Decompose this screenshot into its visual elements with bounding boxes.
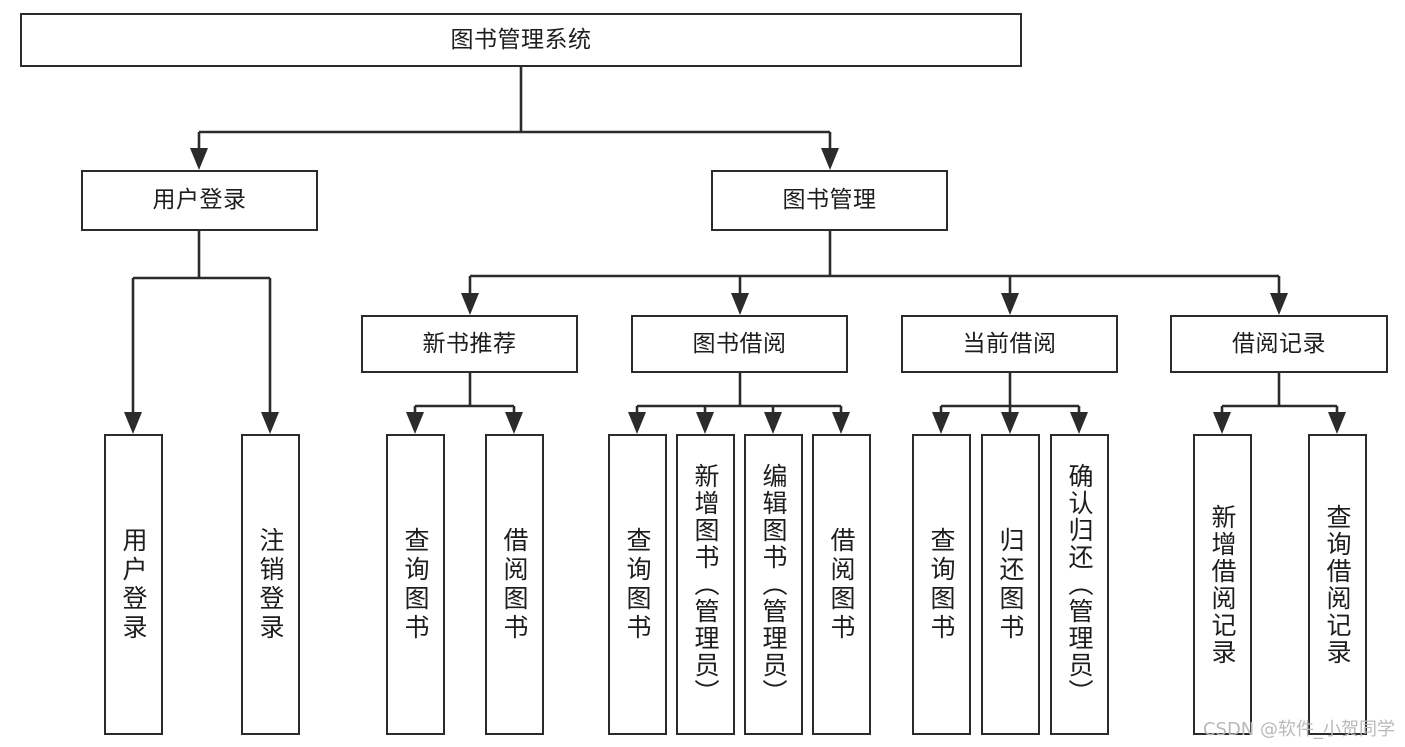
arrowhead-leaf-bb-1	[628, 412, 646, 434]
arrowhead-leaf-br-1	[1213, 412, 1231, 434]
leaf-book-borrow-edit-book-admin[interactable]: 编辑图书（管理员）	[744, 434, 803, 735]
arrowhead-leaf-nb-1	[406, 412, 424, 434]
leaf-borrow-record-add-record[interactable]: 新增借阅记录	[1193, 434, 1252, 735]
node-label: 编辑图书（管理员）	[759, 463, 788, 706]
node-label: 借阅记录	[1232, 330, 1326, 357]
arrowhead-borrow-record	[1270, 293, 1288, 315]
arrowhead-leaf-br-2	[1328, 412, 1346, 434]
node-label: 新增借阅记录	[1208, 503, 1237, 666]
leaf-current-borrow-confirm-return-admin[interactable]: 确认归还（管理员）	[1050, 434, 1109, 735]
node-label: 图书借阅	[692, 330, 787, 357]
leaf-current-borrow-return-books[interactable]: 归还图书	[981, 434, 1040, 735]
leaf-book-borrow-borrow-books[interactable]: 借阅图书	[812, 434, 871, 735]
node-borrowing-record[interactable]: 借阅记录	[1170, 315, 1388, 373]
node-label: 用户登录	[152, 187, 247, 214]
arrowhead-user-login	[190, 148, 208, 170]
arrowhead-leaf-bb-4	[832, 412, 850, 434]
arrowhead-leaf-cb-1	[932, 412, 950, 434]
node-label: 当前借阅	[962, 330, 1057, 357]
node-current-borrowing[interactable]: 当前借阅	[901, 315, 1118, 373]
arrowhead-leaf-cb-3	[1070, 412, 1088, 434]
node-label: 借阅图书	[500, 526, 529, 643]
node-new-book-recommendation[interactable]: 新书推荐	[361, 315, 578, 373]
leaf-book-borrow-add-book-admin[interactable]: 新增图书（管理员）	[676, 434, 735, 735]
arrowhead-leaf-logout	[261, 412, 279, 434]
arrowhead-book-mgmt	[821, 148, 839, 170]
node-label: 新增图书（管理员）	[691, 463, 720, 706]
arrowhead-current-borrow	[1001, 293, 1019, 315]
leaf-borrow-record-query-record[interactable]: 查询借阅记录	[1308, 434, 1367, 735]
node-label: 图书管理	[782, 187, 877, 214]
node-label: 归还图书	[996, 526, 1025, 643]
arrowhead-leaf-nb-2	[505, 412, 523, 434]
node-label: 注销登录	[256, 526, 285, 643]
leaf-user-login-signout[interactable]: 注销登录	[241, 434, 300, 735]
node-label: 确认归还（管理员）	[1065, 463, 1094, 706]
node-label: 用户登录	[119, 526, 148, 643]
leaf-book-borrow-query-books[interactable]: 查询图书	[608, 434, 667, 735]
leaf-new-book-borrow-books[interactable]: 借阅图书	[485, 434, 544, 735]
node-label: 查询借阅记录	[1323, 503, 1352, 666]
arrowhead-leaf-cb-2	[1001, 412, 1019, 434]
node-label: 查询图书	[401, 526, 430, 643]
node-book-borrowing[interactable]: 图书借阅	[631, 315, 848, 373]
arrowhead-book-borrow	[731, 293, 749, 315]
arrowhead-new-book	[461, 293, 479, 315]
node-book-management[interactable]: 图书管理	[711, 170, 948, 231]
node-label: 借阅图书	[827, 526, 856, 643]
node-root-library-management-system[interactable]: 图书管理系统	[20, 13, 1022, 67]
node-user-login[interactable]: 用户登录	[81, 170, 318, 231]
leaf-user-login-signin[interactable]: 用户登录	[104, 434, 163, 735]
leaf-new-book-query-books[interactable]: 查询图书	[386, 434, 445, 735]
node-label: 图书管理系统	[450, 26, 592, 53]
csdn-watermark: CSDN @软件_小贺同学	[1202, 719, 1395, 740]
node-label: 查询图书	[623, 526, 652, 643]
arrowhead-leaf-user-login	[124, 412, 142, 434]
arrowhead-leaf-bb-2	[696, 412, 714, 434]
leaf-current-borrow-query-books[interactable]: 查询图书	[912, 434, 971, 735]
node-label: 查询图书	[927, 526, 956, 643]
arrowhead-leaf-bb-3	[764, 412, 782, 434]
node-label: 新书推荐	[422, 330, 517, 357]
